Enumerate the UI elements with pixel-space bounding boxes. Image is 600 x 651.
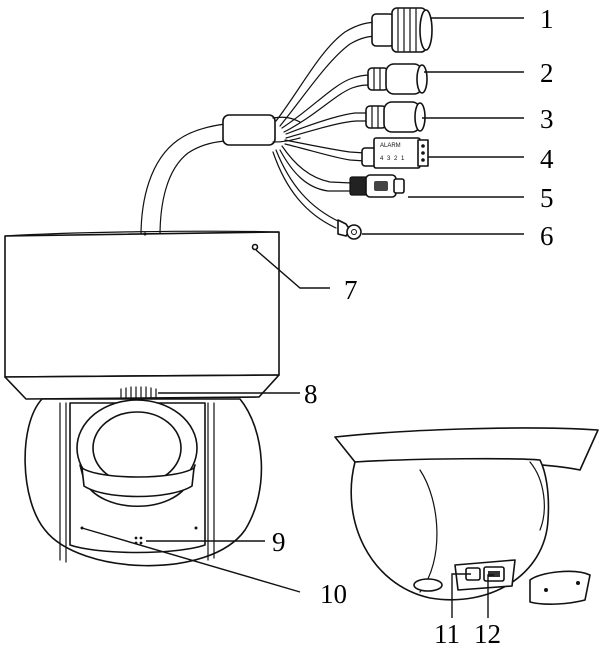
- callout-12: 12: [474, 619, 501, 649]
- microphone-icon: [134, 536, 143, 545]
- callout-7: 7: [344, 275, 358, 305]
- callout-9: 9: [272, 527, 286, 557]
- leader-lines: [81, 17, 524, 618]
- alarm-pin-1: 1: [401, 156, 405, 162]
- alarm-pin-3: 3: [387, 156, 391, 162]
- audio-connector-2: [367, 63, 428, 95]
- alarm-connector: ALARM 4 3 2 1: [361, 137, 429, 169]
- power-connector: [349, 174, 405, 198]
- callout-11: 11: [434, 619, 460, 649]
- alarm-pin-2: 2: [394, 156, 398, 162]
- callout-1: 1: [540, 4, 554, 34]
- network-connector: [371, 7, 433, 53]
- bottom-detail-view: [334, 427, 599, 605]
- callout-5: 5: [540, 183, 554, 213]
- callout-4: 4: [540, 144, 554, 174]
- alarm-pin-4: 4: [380, 156, 384, 162]
- ground-ring-terminal: [337, 219, 362, 240]
- callout-6: 6: [540, 221, 554, 251]
- audio-connector-3: [365, 101, 426, 133]
- alarm-connector-label: ALARM: [380, 143, 401, 149]
- callout-8: 8: [304, 379, 318, 409]
- callout-10: 10: [320, 579, 347, 609]
- cable-bundle: [140, 21, 381, 237]
- callout-3: 3: [540, 104, 554, 134]
- callout-2: 2: [540, 58, 554, 88]
- callout-numbers: 1 2 3 4 5 6 7 8 9 10 11 12: [272, 4, 554, 649]
- detached-cover: [529, 570, 591, 605]
- cable-sleeve: [222, 114, 276, 146]
- dome: [24, 398, 263, 567]
- camera-housing: [4, 230, 280, 400]
- speaker-grille: [120, 386, 157, 400]
